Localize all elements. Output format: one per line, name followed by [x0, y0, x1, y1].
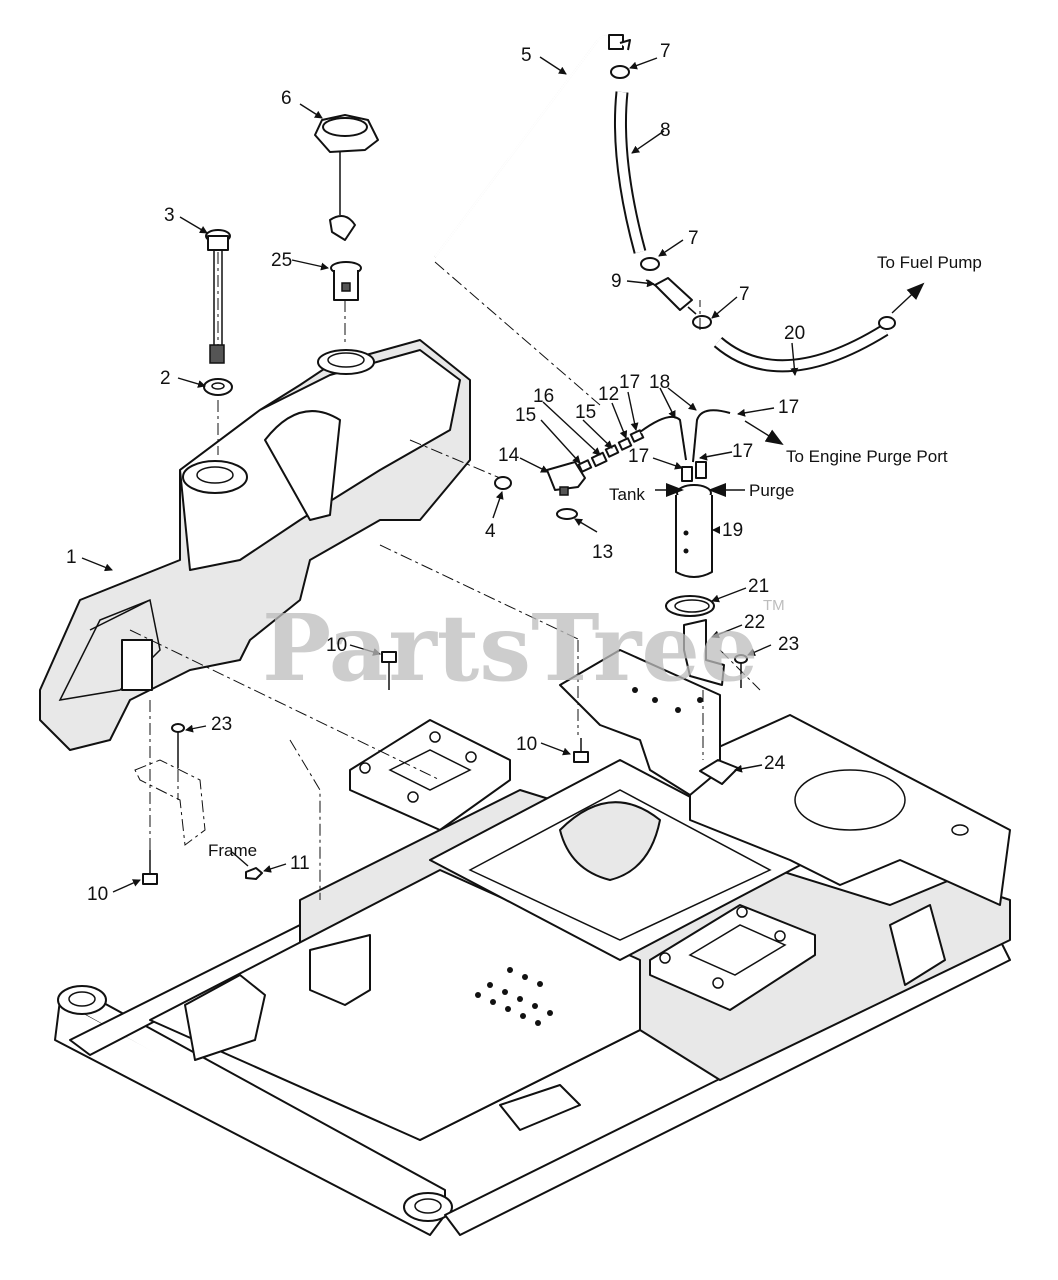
hose-clamp-7-mid: [640, 257, 660, 271]
callout-24: 24: [764, 753, 786, 774]
callout-7-top: 7: [660, 41, 671, 62]
callout-3: 3: [164, 205, 175, 226]
callout-15-left: 15: [515, 405, 536, 426]
callout-22: 22: [744, 612, 765, 633]
callout-17-top-left: 17: [619, 372, 640, 393]
filler-screen: [330, 261, 362, 301]
watermark-text: PartsTree: [262, 594, 758, 702]
bolt-10-mid: [573, 738, 589, 763]
callout-7-low: 7: [739, 284, 750, 305]
callout-15-right: 15: [575, 402, 596, 423]
callout-10-mid: 10: [516, 734, 537, 755]
text-labels: To Fuel Pump To Engine Purge Port Tank P…: [208, 253, 982, 860]
label-frame: Frame: [208, 841, 257, 860]
callout-17-top-right: 17: [778, 397, 799, 418]
assembly-lines: [129, 252, 761, 850]
callout-10-left: 10: [87, 884, 108, 905]
label-to-fuel-pump: To Fuel Pump: [877, 253, 982, 272]
callout-5: 5: [521, 45, 532, 66]
rollover-valve: [546, 461, 586, 496]
callout-18: 18: [649, 372, 670, 393]
leader-lines: [81, 56, 925, 893]
callout-16: 16: [533, 386, 554, 407]
callout-14: 14: [498, 445, 520, 466]
callout-1: 1: [66, 547, 77, 568]
callout-20: 20: [784, 323, 805, 344]
bolt-10-top: [381, 651, 397, 690]
callout-6: 6: [281, 88, 292, 109]
callout-10-top: 10: [326, 635, 347, 656]
charcoal-canister: [675, 461, 713, 578]
fuel-hose-20: [713, 316, 896, 373]
fuel-hose-8: [613, 91, 647, 254]
label-to-engine-purge-port: To Engine Purge Port: [786, 447, 948, 466]
callout-25: 25: [271, 250, 292, 271]
nut-11: [245, 867, 263, 880]
callout-21: 21: [748, 576, 769, 597]
canister-bracket: [683, 619, 725, 686]
callout-numbers: 1 2 3 4 5 6 7 7 7 8 9 10 10 10 11 12 13 …: [66, 41, 805, 905]
callout-11: 11: [290, 853, 310, 874]
hose-clamp-7-low: [692, 315, 712, 329]
callout-13: 13: [592, 542, 613, 563]
callout-17-mid-right: 17: [732, 441, 753, 462]
screw-23-right: [734, 654, 748, 688]
callout-23-right: 23: [778, 634, 799, 655]
callout-8: 8: [660, 120, 671, 141]
vent-tube: [434, 34, 631, 258]
callout-19: 19: [722, 520, 743, 541]
fuel-tank: [39, 339, 471, 751]
frame-assembly: [54, 649, 1011, 1236]
fuel-cap: [314, 114, 379, 241]
hose-clamp-7-top: [610, 65, 630, 79]
callout-12: 12: [598, 384, 619, 405]
callout-7-mid: 7: [688, 228, 699, 249]
callout-23-left: 23: [211, 714, 232, 735]
canister-clamp: [665, 595, 715, 617]
deck-hole-grid: [475, 967, 553, 1026]
washer: [556, 508, 578, 520]
label-tank: Tank: [609, 485, 645, 504]
bolt-10-left: [142, 850, 158, 885]
grommet: [203, 378, 233, 396]
callout-17-mid-left: 17: [628, 446, 649, 467]
watermark-trademark: TM: [763, 597, 785, 614]
fuel-level-sender: [205, 229, 231, 364]
callout-4: 4: [485, 521, 496, 542]
purge-hoses: [639, 409, 731, 463]
label-purge: Purge: [749, 481, 794, 500]
bushing: [494, 476, 512, 490]
callout-9: 9: [611, 271, 622, 292]
callout-2: 2: [160, 368, 171, 389]
fitting-assembly: [577, 429, 645, 473]
screw-23-left: [171, 723, 185, 768]
